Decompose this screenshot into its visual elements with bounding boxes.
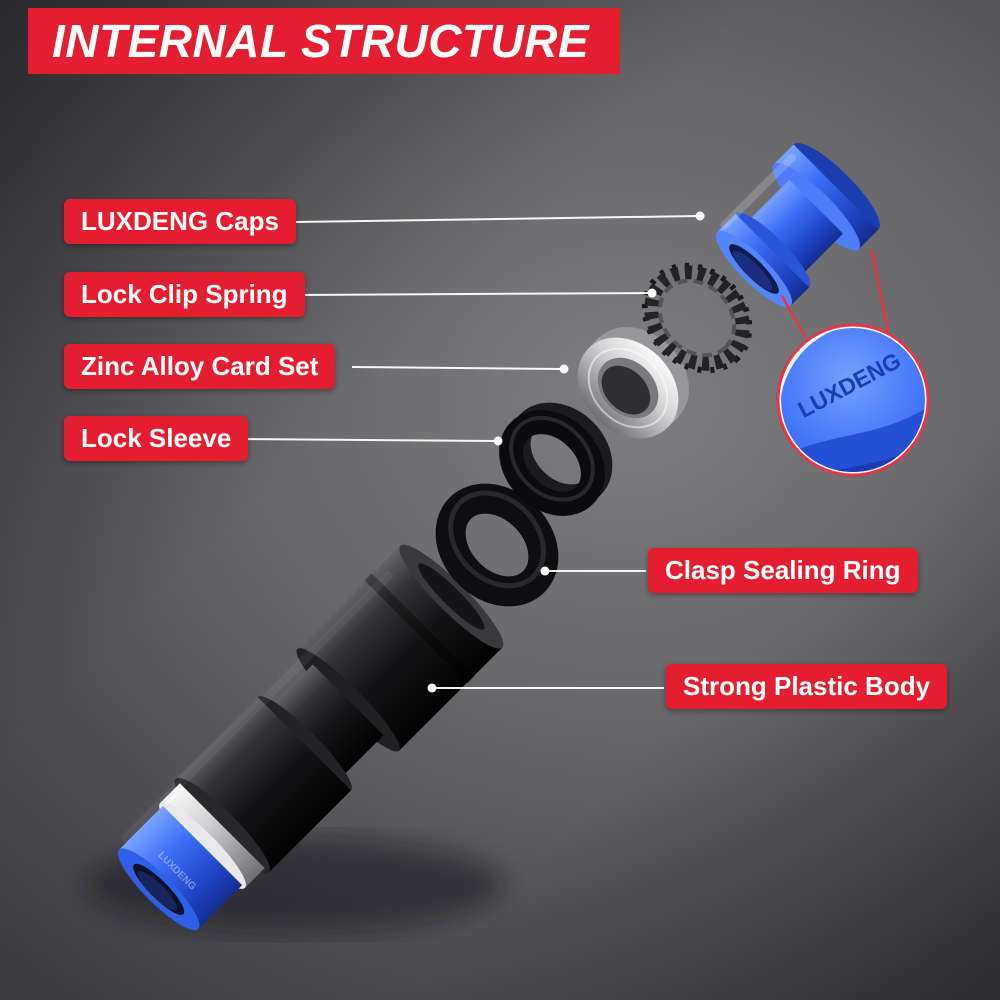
- leader-dot-sleeve: [493, 436, 503, 446]
- leader-dot-caps: [695, 211, 705, 221]
- leader-dot-sealing: [540, 566, 550, 576]
- callout-label-lock-sleeve: Lock Sleeve: [64, 416, 249, 461]
- lock-sleeve: [499, 402, 613, 516]
- strong-plastic-body: LUXDENG: [117, 544, 504, 931]
- leader-line-spring: [299, 292, 651, 296]
- inset-border-circle: [776, 323, 930, 477]
- leader-line-sleeve: [239, 438, 497, 442]
- luxdeng-cap: [715, 143, 880, 308]
- zinc-alloy-card-set: [577, 327, 689, 439]
- lock-clip-spring: [641, 262, 753, 374]
- leader-dot-body: [427, 683, 437, 693]
- callout-label-lock-clip-spring: Lock Clip Spring: [64, 272, 305, 317]
- title-banner: INTERNAL STRUCTURE: [28, 8, 620, 74]
- leader-dot-spring: [647, 288, 657, 298]
- callout-label-clasp-sealing-ring: Clasp Sealing Ring: [648, 548, 918, 593]
- inset-connector-line: [870, 249, 890, 333]
- callout-label-caps: LUXDENG Caps: [64, 199, 296, 244]
- callout-label-zinc-alloy-card-set: Zinc Alloy Card Set: [64, 344, 336, 389]
- inset-connector-line-2: [780, 295, 808, 339]
- leader-dots: [427, 211, 705, 693]
- leader-line-cardset: [351, 366, 563, 370]
- leader-dot-cardset: [559, 364, 569, 374]
- leader-line-caps: [295, 215, 699, 223]
- callout-label-strong-plastic-body: Strong Plastic Body: [666, 664, 948, 709]
- leader-lines: [239, 215, 699, 689]
- page-title: INTERNAL STRUCTURE: [52, 15, 590, 67]
